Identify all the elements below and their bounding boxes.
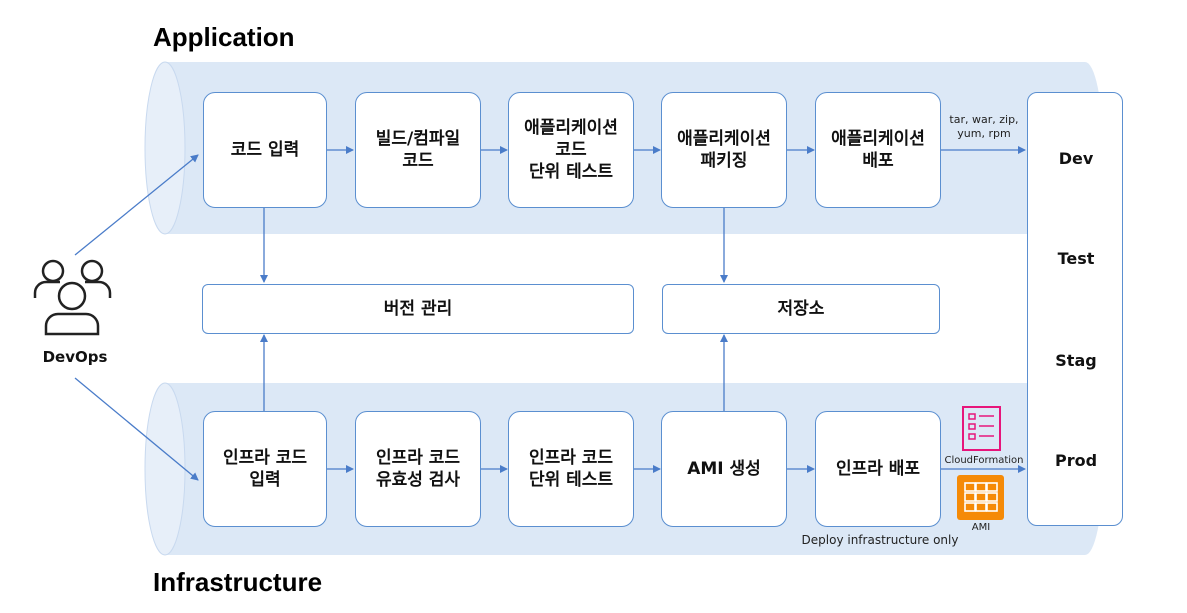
flow-arrows <box>74 146 1026 481</box>
env-stag[interactable]: Stag <box>1055 351 1097 370</box>
devops-label: DevOps <box>42 348 108 366</box>
application-title: Application <box>153 22 295 52</box>
infra-step-ami-create[interactable]: AMI 생성 <box>661 411 787 527</box>
users-icon <box>33 259 112 336</box>
app-step-build[interactable]: 빌드/컴파일 코드 <box>355 92 481 208</box>
infra-step-unit-test[interactable]: 인프라 코드 단위 테스트 <box>508 411 634 527</box>
app-step-packaging[interactable]: 애플리케이션 패키징 <box>661 92 787 208</box>
ami-label: AMI <box>971 522 991 533</box>
arrow-devops-to-app <box>74 154 199 256</box>
env-test[interactable]: Test <box>1057 249 1095 268</box>
env-dev[interactable]: Dev <box>1058 149 1094 168</box>
app-step-deploy[interactable]: 애플리케이션 배포 <box>815 92 941 208</box>
ami-icon <box>957 475 1004 520</box>
cloudformation-icon <box>962 406 1001 451</box>
infra-step-validate[interactable]: 인프라 코드 유효성 검사 <box>355 411 481 527</box>
arrow-devops-to-infra <box>74 377 199 481</box>
infrastructure-title: Infrastructure <box>153 567 323 597</box>
cloudformation-label: CloudFormation <box>944 455 1024 466</box>
artifacts-label: tar, war, zip, yum, rpm <box>949 113 1019 140</box>
app-step-code-input[interactable]: 코드 입력 <box>203 92 327 208</box>
env-prod[interactable]: Prod <box>1054 451 1098 470</box>
version-control-box[interactable]: 버전 관리 <box>202 284 634 334</box>
environments-panel: Dev Test Stag Prod <box>1027 92 1123 526</box>
infra-step-deploy[interactable]: 인프라 배포 <box>815 411 941 527</box>
repository-box[interactable]: 저장소 <box>662 284 940 334</box>
deploy-note: Deploy infrastructure only <box>801 533 959 547</box>
infra-step-code-input[interactable]: 인프라 코드 입력 <box>203 411 327 527</box>
app-step-unit-test[interactable]: 애플리케이션 코드 단위 테스트 <box>508 92 634 208</box>
